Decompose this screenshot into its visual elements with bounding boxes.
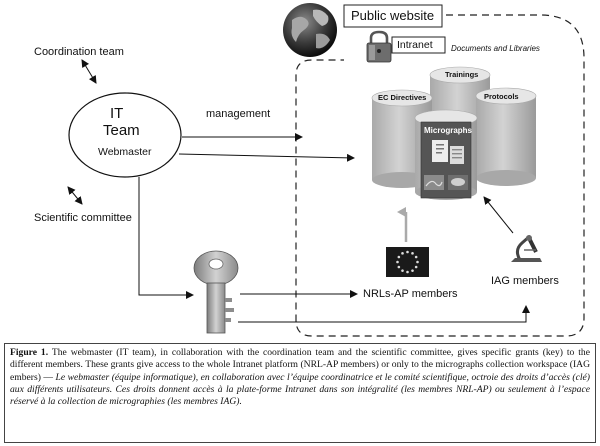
protocols-label: Protocols xyxy=(484,92,519,101)
globe-icon xyxy=(283,3,337,57)
it-to-key-arrow xyxy=(138,177,194,299)
key-icon xyxy=(193,250,239,334)
eu-flag-star xyxy=(397,255,401,259)
iag-members-label: IAG members xyxy=(491,275,559,287)
eu-flag-star xyxy=(406,270,409,274)
coordination-team-label: Coordination team xyxy=(34,46,124,58)
eu-flag-star xyxy=(397,265,401,269)
intranet-boundary xyxy=(295,14,585,337)
public-website-label: Public website xyxy=(351,8,435,23)
intranet-label: Intranet xyxy=(397,39,433,51)
it-team-label-line2: Team xyxy=(103,122,140,139)
eu-flag-star xyxy=(416,260,419,264)
scientific-arrow xyxy=(67,186,83,205)
caption-french: Le webmaster (équipe informatique), en c… xyxy=(10,371,590,408)
padlock-icon xyxy=(366,30,392,63)
key-to-iag-arrow xyxy=(238,305,530,323)
ec-directives-label: EC Directives xyxy=(378,93,427,102)
webmaster-arrow xyxy=(178,153,355,162)
coordination-arrow xyxy=(81,59,97,84)
eu-flag-star xyxy=(401,269,404,272)
eu-flag-star xyxy=(411,269,414,272)
management-label: management xyxy=(206,108,271,120)
micrographs-label: Micrographs xyxy=(424,126,473,135)
eu-flag-star xyxy=(396,260,399,264)
webmaster-label: Webmaster xyxy=(98,146,152,158)
eu-flag-star xyxy=(401,252,404,255)
micrograph-thumb-sheet xyxy=(450,146,464,164)
intranet-box xyxy=(391,36,446,54)
caption-figure-label: Figure 1. xyxy=(10,347,49,358)
nrl-members-label: NRLs-AP members xyxy=(363,288,458,300)
micrograph-thumb-doc xyxy=(432,140,448,162)
workflow-diagram xyxy=(67,3,585,337)
eu-flag-star xyxy=(414,265,418,269)
eu-flag-icon xyxy=(386,247,429,277)
caption-english: The webmaster (IT team), in collaboratio… xyxy=(10,347,590,383)
figure-caption: Figure 1. The webmaster (IT team), in co… xyxy=(4,343,596,443)
microscope-icon xyxy=(511,234,542,262)
cylinder-protocols xyxy=(475,87,537,186)
it-team-label-line1: IT xyxy=(110,105,124,122)
eu-flag-star xyxy=(414,255,418,259)
iag-access-arrow xyxy=(483,196,514,234)
trainings-label: Trainings xyxy=(445,70,479,79)
public-website-box xyxy=(343,4,443,28)
eu-flag-star xyxy=(411,252,414,255)
documents-libraries-label: Documents and Libraries xyxy=(451,44,540,53)
scientific-committee-label: Scientific committee xyxy=(34,212,132,224)
it-team-ellipse xyxy=(68,92,182,178)
eu-flag-star xyxy=(406,250,409,254)
